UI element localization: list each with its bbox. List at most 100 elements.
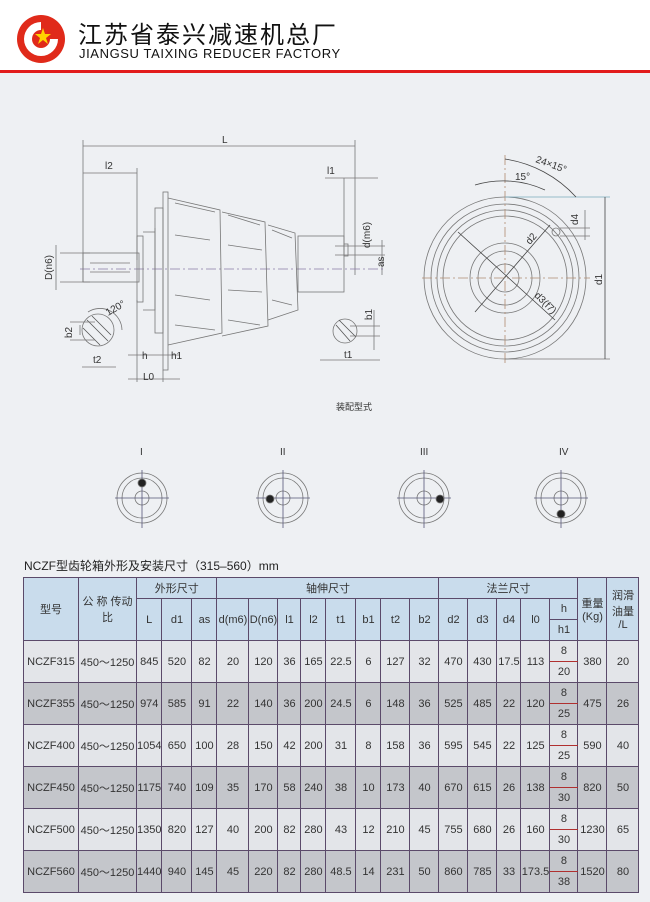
table-cell: 450～1250	[78, 724, 137, 767]
table-cell: 820	[577, 766, 608, 809]
table-cell: 20	[216, 640, 250, 683]
mount-label: IV	[559, 447, 569, 458]
table-cell: 1520	[577, 850, 608, 893]
table-cell: 28	[216, 724, 250, 767]
table-cell: 36	[409, 682, 440, 725]
header-h1: h1	[549, 619, 579, 641]
label-15: 15°	[515, 172, 530, 183]
table-cell: 450～1250	[78, 850, 137, 893]
header-col: l1	[277, 598, 302, 641]
table-cell: 173	[380, 766, 411, 809]
table-cell: 220	[248, 850, 279, 893]
header-col: b1	[355, 598, 382, 641]
table-cell: NCZF355	[23, 682, 79, 725]
table-cell: 165	[300, 640, 327, 683]
label-d4: d4	[570, 213, 581, 225]
table-cell: 80	[606, 850, 640, 893]
header-col: L	[135, 598, 163, 641]
page-header: 江苏省泰兴减速机总厂 JIANGSU TAIXING REDUCER FACTO…	[0, 0, 650, 70]
label-L0: L0	[143, 372, 155, 383]
table-cell: 43	[325, 808, 357, 851]
table-cell: 42	[277, 724, 302, 767]
table-cell: 475	[577, 682, 608, 725]
table-cell: 22	[496, 682, 522, 725]
table-cell: 231	[380, 850, 411, 893]
table-cell: 1054	[135, 724, 163, 767]
table-cell: 785	[467, 850, 498, 893]
table-cell: 24.5	[325, 682, 357, 725]
table-cell: NCZF315	[23, 640, 79, 683]
table-cell: 120	[248, 640, 279, 683]
table-cell: 22	[216, 682, 250, 725]
header-outline: 外形尺寸	[135, 577, 218, 599]
table-cell: 26	[606, 682, 640, 725]
header-model: 型号	[23, 577, 79, 641]
table-cell: NCZF400	[23, 724, 79, 767]
table-cell: NCZF500	[23, 808, 79, 851]
header-col: b2	[409, 598, 440, 641]
table-cell: 36	[277, 682, 302, 725]
drawing-caption: 装配型式	[336, 401, 372, 412]
table-cell: 32	[409, 640, 440, 683]
table-cell: 525	[438, 682, 469, 725]
table-cell: 140	[248, 682, 279, 725]
table-cell: 50	[409, 850, 440, 893]
company-logo-icon	[17, 15, 65, 63]
table-cell: 670	[438, 766, 469, 809]
table-cell: 1230	[577, 808, 608, 851]
table-cell: 380	[577, 640, 608, 683]
table-cell: 109	[191, 766, 218, 809]
table-cell: 22	[496, 724, 522, 767]
mount-type-I: I	[115, 447, 169, 528]
table-cell: 138	[520, 766, 551, 809]
table-cell: 615	[467, 766, 498, 809]
header-col: d1	[161, 598, 193, 641]
table-cell: 25	[549, 703, 579, 725]
table-cell: 10	[355, 766, 382, 809]
label-t1: t1	[344, 350, 353, 361]
table-cell: 8	[549, 640, 579, 662]
table-cell: 22.5	[325, 640, 357, 683]
section-view-input-shaft	[70, 308, 123, 368]
table-cell: 280	[300, 850, 327, 893]
table-cell: 820	[161, 808, 193, 851]
header-col: d3	[467, 598, 498, 641]
table-cell: 450～1250	[78, 640, 137, 683]
table-cell: 38	[325, 766, 357, 809]
table-cell: 200	[300, 682, 327, 725]
table-cell: 8	[355, 724, 382, 767]
table-cell: 20	[549, 661, 579, 683]
label-t2: t2	[93, 355, 102, 366]
header-divider	[0, 70, 650, 73]
table-cell: 50	[606, 766, 640, 809]
table-cell: 158	[380, 724, 411, 767]
table-cell: 845	[135, 640, 163, 683]
table-title: NCZF型齿轮箱外形及安装尺寸（315–560）mm	[24, 559, 279, 573]
mount-label: I	[140, 447, 143, 458]
table-cell: 1175	[135, 766, 163, 809]
table-cell: 485	[467, 682, 498, 725]
table-cell: 8	[549, 808, 579, 830]
table-cell: 210	[380, 808, 411, 851]
table-cell: NCZF560	[23, 850, 79, 893]
table-cell: 26	[496, 766, 522, 809]
drawing-labels: L l2 l1 D(n6) d(m6) as b2 120° t2 h h1 L…	[44, 135, 605, 412]
table-cell: 40	[216, 808, 250, 851]
header-shaft: 轴伸尺寸	[216, 577, 440, 599]
table-cell: 150	[248, 724, 279, 767]
table-cell: 12	[355, 808, 382, 851]
table-cell: 280	[300, 808, 327, 851]
table-cell: 430	[467, 640, 498, 683]
table-cell: 6	[355, 640, 382, 683]
table-cell: 48.5	[325, 850, 357, 893]
table-cell: 33	[496, 850, 522, 893]
table-cell: 450～1250	[78, 766, 137, 809]
header-oil: 润滑 油量 /L	[606, 577, 640, 641]
label-b1: b1	[364, 308, 375, 320]
table-cell: 127	[380, 640, 411, 683]
table-cell: 585	[161, 682, 193, 725]
table-cell: 38	[549, 871, 579, 893]
